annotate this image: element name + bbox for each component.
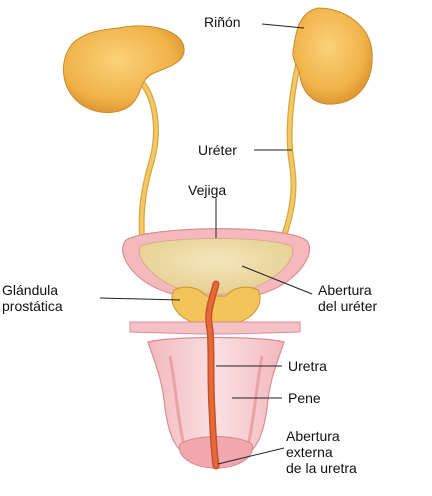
label-prostate: Glándula prostática [2,282,63,314]
label-external-opening: Abertura externa de la uretra [286,428,357,476]
label-penis: Pene [288,390,321,406]
leader-prostate [100,298,180,300]
label-ureter: Uréter [198,142,237,158]
right-kidney [293,8,372,104]
label-ureter-opening: Abertura del uréter [318,282,377,314]
leader-kidney [262,24,304,28]
label-kidney: Riñón [204,14,241,30]
label-bladder: Vejiga [188,182,226,198]
left-kidney [63,26,184,113]
label-urethra: Uretra [288,358,327,374]
